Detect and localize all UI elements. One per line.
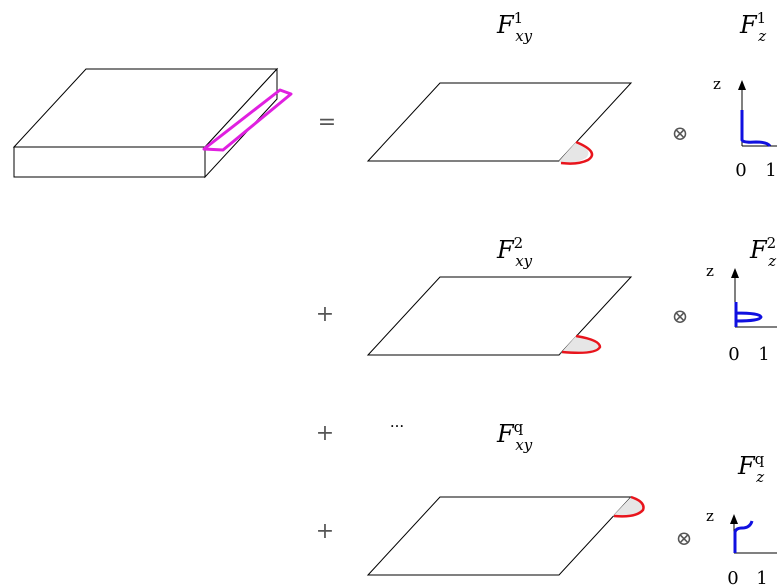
profile-plot-2: z 0 1 [706,262,777,365]
axis-label-z-1: z [713,75,721,93]
plus-sign-ellipsis: + [316,421,334,446]
profile-plot-1: z 0 1 [713,75,777,181]
axis-label-z-2: z [706,262,714,280]
z-axis-arrow-1 [738,80,746,90]
equals-sign: = [318,110,336,135]
profile-curve-1 [740,110,772,148]
profile-curve-q [733,520,754,553]
plus-sign-term-q: + [316,519,334,544]
plane-1 [366,82,633,162]
plus-sign-term-2: + [316,302,334,327]
tick-0-2: 0 [728,344,739,365]
edge-shading-1 [559,142,589,164]
tensor-sign-1: ⊗ [672,121,689,145]
profile-curve-2 [734,302,763,327]
tensor-sign-q: ⊗ [676,526,693,550]
edge-curve-2 [561,334,602,355]
tensor-sign-2: ⊗ [672,304,689,328]
edge-shading-2 [559,336,600,355]
edge-curve-q [613,495,645,518]
tick-0-1: 0 [735,160,746,181]
edge-curve-1 [560,140,594,165]
ellipsis: ··· [390,417,404,435]
tick-0-q: 0 [727,568,738,587]
plane-q [366,496,633,576]
tick-1-2: 1 [758,344,769,365]
axis-label-z-q: z [706,507,714,525]
z-axis-arrow-q [730,514,738,524]
edge-shading-q [613,497,644,517]
tick-1-q: 1 [756,568,767,587]
z-axis-arrow-2 [731,268,739,278]
profile-plot-q: z 0 1 [706,507,777,587]
plate-3d [12,67,293,179]
plane-2 [366,276,633,356]
plate-front-face [13,146,206,178]
tick-1-1: 1 [765,160,776,181]
crack-region-highlight [202,88,293,152]
